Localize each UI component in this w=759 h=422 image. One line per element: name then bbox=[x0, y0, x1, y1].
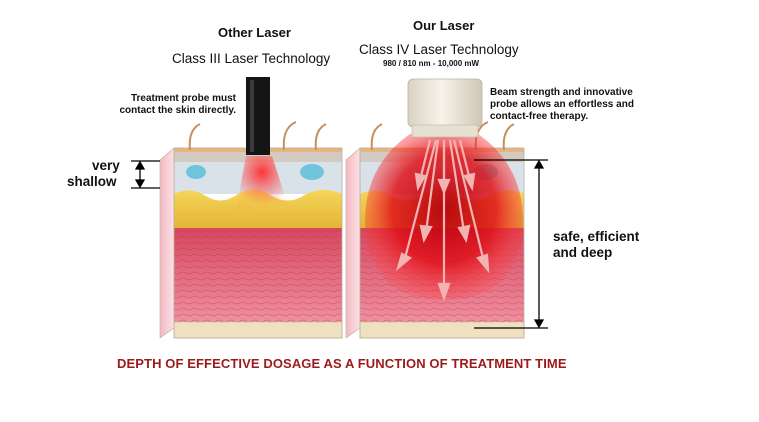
deep-depth-indicator bbox=[474, 159, 548, 329]
our-laser-technology: Class IV Laser Technology bbox=[359, 42, 519, 57]
small-laser-beam bbox=[236, 156, 288, 210]
other-laser-note: Treatment probe must contact the skin di… bbox=[119, 93, 236, 116]
class3-probe bbox=[246, 77, 270, 155]
deep-depth-label-line1: safe, efficient bbox=[553, 229, 640, 244]
shallow-depth-label-line1: very bbox=[92, 158, 120, 173]
right-skin-block bbox=[345, 121, 525, 339]
our-laser-note: Beam strength and innovative probe allow… bbox=[490, 87, 634, 122]
our-laser-spec: 980 / 810 nm - 10,000 mW bbox=[383, 59, 480, 68]
left-skin-block bbox=[159, 121, 343, 339]
shallow-depth-indicator bbox=[131, 160, 160, 189]
class4-probe bbox=[407, 78, 483, 138]
our-laser-title: Our Laser bbox=[413, 18, 475, 33]
other-laser-title: Other Laser bbox=[218, 25, 291, 40]
other-laser-technology: Class III Laser Technology bbox=[172, 51, 331, 66]
diagram-caption: DEPTH OF EFFECTIVE DOSAGE AS A FUNCTION … bbox=[117, 356, 567, 371]
shallow-depth-label-line2: shallow bbox=[67, 174, 117, 189]
beam-arrows bbox=[395, 139, 490, 302]
deep-depth-label-line2: and deep bbox=[553, 245, 613, 260]
